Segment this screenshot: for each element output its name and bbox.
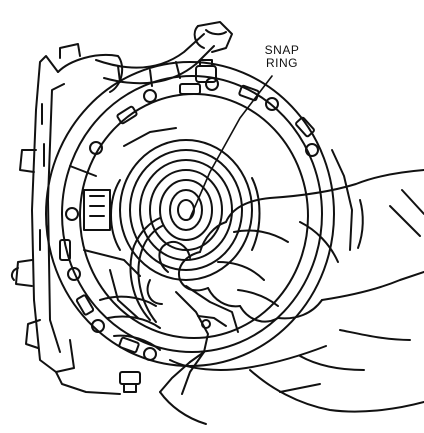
drain-bolt [119, 371, 141, 393]
callout-leader-line [189, 75, 273, 219]
pump-flange-ring [45, 61, 335, 367]
transmission-case [10, 43, 353, 395]
technician-hand [146, 169, 424, 323]
clutch-drum [110, 139, 261, 281]
callout-line-1: SNAP [264, 43, 300, 57]
snap-ring-callout-label: SNAP RING [252, 44, 312, 70]
supporting-hand [99, 295, 424, 425]
callout-line-2: RING [266, 56, 298, 70]
filler-tube [95, 21, 233, 87]
snap-ring-pliers [159, 285, 239, 395]
snap-ring [129, 217, 163, 323]
valve-body-details [69, 127, 177, 319]
